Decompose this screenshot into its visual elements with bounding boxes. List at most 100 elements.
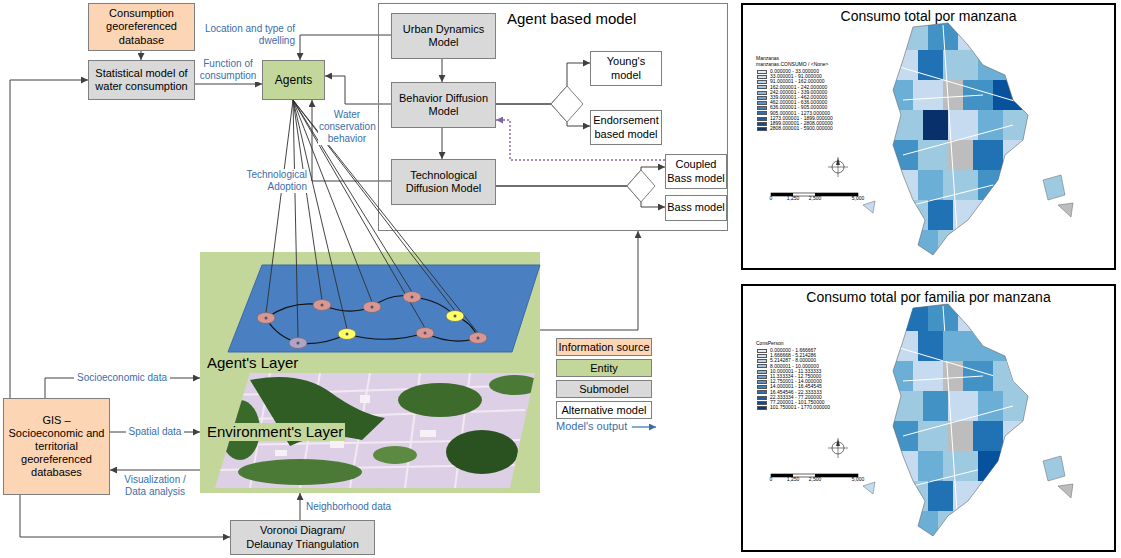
node-text: Coupled Bass model — [667, 158, 725, 184]
agent-network-links — [266, 296, 478, 344]
decision-diamond — [627, 170, 655, 202]
legend-swatch — [757, 380, 767, 384]
map-legend-heading: ConsPerson — [756, 341, 784, 346]
information-source-box: GIS – Socioeconomic and territorial geor… — [3, 398, 110, 495]
alternative-model-box: Endorsement based model — [590, 110, 662, 145]
layers-illustration — [200, 252, 540, 493]
connector — [110, 470, 200, 471]
information-source-box: Consumption georeferenced database — [88, 3, 195, 51]
legend-swatch — [757, 390, 767, 394]
agent-dot-centres — [265, 296, 480, 345]
node-text: Endorsement based model — [593, 114, 659, 140]
submodel-box: Behavior Diffusion Model — [391, 82, 496, 128]
agent-based-model-frame: Agent based modelUrban Dynamics ModelBeh… — [378, 3, 728, 231]
legend-swatch — [757, 106, 767, 110]
alternative-model-box: Young's model — [590, 51, 662, 86]
node-text: GIS – Socioeconomic and territorial geor… — [7, 414, 106, 480]
legend-swatch — [757, 127, 767, 131]
legend-swatch — [757, 349, 767, 353]
legend-text: Submodel — [579, 383, 629, 395]
map-frame: Consumo total por manzana — [741, 3, 1116, 270]
scale-number: 5,000 — [852, 477, 865, 482]
legend-swatch: Alternative model — [556, 401, 652, 419]
connector — [20, 495, 230, 537]
legend-swatch: Submodel — [556, 380, 652, 398]
connector — [325, 76, 391, 104]
legend-entry: 2808.000001 - 5900.000000 — [757, 126, 833, 132]
legend-swatch — [757, 396, 767, 400]
legend-entry: Information source — [556, 338, 652, 356]
agent-layer-plane — [228, 265, 540, 352]
edge-label: Visualization / Data analysis — [114, 474, 196, 498]
node-text: Agents — [275, 73, 312, 87]
edge-label: Neighborhood data — [305, 501, 415, 513]
agent-dots — [257, 292, 487, 349]
scale-number: 1,250 — [787, 477, 800, 482]
submodel-box: Statistical model of water consumption — [88, 60, 195, 100]
map-legend-heading: manzanas.CONSUMO / <None> — [756, 62, 829, 67]
legend-text: Alternative model — [562, 404, 647, 416]
legend-entry: Entity — [556, 359, 652, 377]
panel-heading: Agent's Layer — [205, 354, 300, 372]
legend-swatch — [757, 385, 767, 389]
legend-swatch — [757, 75, 767, 79]
submodel-box: Urban Dynamics Model — [391, 13, 496, 59]
legend-swatch — [757, 91, 767, 95]
connector — [195, 84, 262, 85]
edge-label: Location and type of dwelling — [196, 23, 296, 47]
scale-number: 0 — [770, 477, 773, 482]
panel-heading: Consumo total por manzana — [743, 8, 1114, 25]
legend-swatch — [757, 70, 767, 74]
panel-heading: Consumo total por familia por manzana — [743, 289, 1114, 306]
legend-text: Entity — [590, 362, 618, 374]
scale-number: 1,250 — [787, 196, 800, 201]
alternative-model-box: Bass model — [665, 195, 727, 221]
node-text: Consumption georeferenced database — [92, 7, 191, 47]
legend-entry: 101.750001 - 1770.000000 — [757, 405, 830, 411]
node-text: Voronoi Diagram/ Delaunay Triangulation — [243, 524, 363, 550]
connector — [312, 100, 391, 181]
node-text: Behavior Diffusion Model — [395, 92, 492, 118]
node-text: Urban Dynamics Model — [395, 23, 492, 49]
node-text: Young's model — [593, 55, 659, 81]
legend-swatch — [757, 85, 767, 89]
legend-entry: Submodel — [556, 380, 652, 398]
legend-swatch — [757, 96, 767, 100]
connector — [442, 128, 443, 159]
legend-arrow-sample — [632, 426, 656, 427]
legend-text: 101.750001 - 1770.000000 — [770, 405, 830, 411]
connector — [141, 51, 142, 60]
panel-heading: Environment's Layer — [205, 423, 345, 441]
scale-number: 2,500 — [809, 477, 822, 482]
legend-entry: Model's output — [556, 420, 627, 432]
legend-swatch — [757, 80, 767, 84]
connector — [540, 231, 638, 330]
legend-swatch — [757, 354, 767, 358]
edge-label: Function of consumption — [196, 58, 260, 82]
legend-swatch: Information source — [556, 338, 652, 356]
legend-text: Model's output — [556, 420, 627, 432]
edge-label: Water conservation behavior — [318, 109, 376, 145]
legend-swatch — [757, 406, 767, 410]
scale-number: 0 — [770, 196, 773, 201]
decision-diamond — [551, 86, 583, 122]
edge-label: Spatial data — [126, 426, 185, 438]
legend-swatch: Entity — [556, 359, 652, 377]
scale-number: 5,000 — [852, 196, 865, 201]
legend-entry: Alternative model — [556, 401, 652, 419]
map-legend-heading: Manzanas — [756, 56, 779, 61]
legend-swatch — [757, 364, 767, 368]
node-text: Bass model — [667, 201, 724, 214]
panel-heading: Agent based model — [507, 10, 657, 28]
edge-label: Technological Adoption — [236, 169, 308, 193]
legend-swatch — [757, 122, 767, 126]
legend-swatch — [757, 111, 767, 115]
legend-swatch — [757, 370, 767, 374]
map-frame: Consumo total por familia por manzana — [741, 284, 1116, 552]
entity-box: Agents — [262, 60, 325, 100]
alternative-model-box: Coupled Bass model — [665, 154, 727, 189]
legend-swatch — [757, 359, 767, 363]
node-text: Technological Diffusion Model — [395, 169, 492, 195]
connector — [442, 59, 443, 82]
